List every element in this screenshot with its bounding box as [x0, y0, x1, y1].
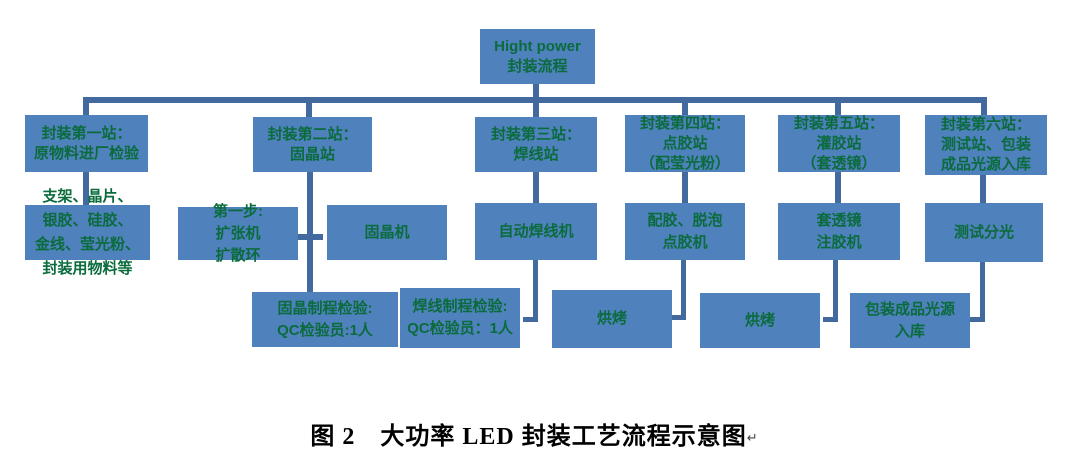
connector-stub-station4 — [682, 103, 688, 115]
station-6-box: 封装第六站： 测试站、包装 成品光源入库 — [925, 115, 1047, 175]
connector-stub-station1 — [83, 103, 89, 115]
connector-root-stub — [533, 84, 539, 98]
connector-station5-machine — [835, 172, 841, 203]
connector-elbow3-foot — [523, 317, 538, 322]
connector-elbow4-foot — [671, 315, 686, 320]
station-3-box: 封装第三站： 焊线站 — [475, 117, 597, 172]
die-bonder-box: 固晶机 — [327, 205, 447, 260]
step1-expander-box: 第一步: 扩张机 扩散环 — [178, 203, 298, 264]
dispenser-box: 配胶、脱泡 点胶机 — [625, 203, 745, 260]
connector-elbow5-vertical — [833, 260, 838, 322]
connector-station3-machine — [533, 172, 539, 203]
materials-box: 支架、晶片、 银胶、硅胶、 金线、莹光粉、 封装用物料等 — [25, 188, 150, 277]
bake-box-2: 烘烤 — [700, 293, 820, 348]
root-box: Hight power 封装流程 — [480, 29, 595, 84]
connector-station2-qc — [307, 172, 313, 292]
connector-stub-station6 — [981, 103, 987, 115]
connector-cross-arm — [297, 234, 323, 240]
wire-bonder-box: 自动焊线机 — [475, 203, 597, 260]
connector-trunk — [83, 97, 987, 103]
connector-elbow5-foot — [823, 317, 838, 322]
packing-box: 包装成品光源 入库 — [850, 293, 970, 348]
paragraph-return-mark: ↵ — [746, 430, 759, 445]
connector-station4-machine — [682, 172, 688, 203]
connector-stub-station2 — [306, 103, 312, 117]
wire-bond-qc-box: 焊线制程检验: QC检验员：1人 — [400, 288, 520, 348]
figure-caption: 图 2 大功率 LED 封装工艺流程示意图↵ — [0, 416, 1069, 451]
connector-elbow6-vertical — [980, 260, 985, 322]
die-bond-qc-box: 固晶制程检验: QC检验员:1人 — [252, 292, 398, 347]
connector-station6-machine — [980, 175, 986, 203]
connector-elbow6-foot — [970, 317, 985, 322]
test-sorting-box: 测试分光 — [925, 203, 1043, 262]
station-4-box: 封装第四站： 点胶站 （配莹光粉） — [625, 115, 745, 172]
bake-box-1: 烘烤 — [552, 290, 672, 348]
connector-elbow4-vertical — [681, 260, 686, 320]
connector-stub-station3 — [533, 103, 539, 117]
figure-caption-text: 图 2 大功率 LED 封装工艺流程示意图 — [310, 424, 747, 450]
connector-elbow3-vertical — [533, 260, 538, 322]
station-1-box: 封装第一站： 原物料进厂检验 — [25, 115, 148, 172]
station-5-box: 封装第五站： 灌胶站 （套透镜） — [778, 115, 900, 172]
connector-stub-station5 — [835, 103, 841, 115]
lens-injector-box: 套透镜 注胶机 — [778, 203, 900, 260]
station-2-box: 封装第二站： 固晶站 — [253, 117, 372, 172]
connector-station1-materials — [83, 172, 89, 205]
